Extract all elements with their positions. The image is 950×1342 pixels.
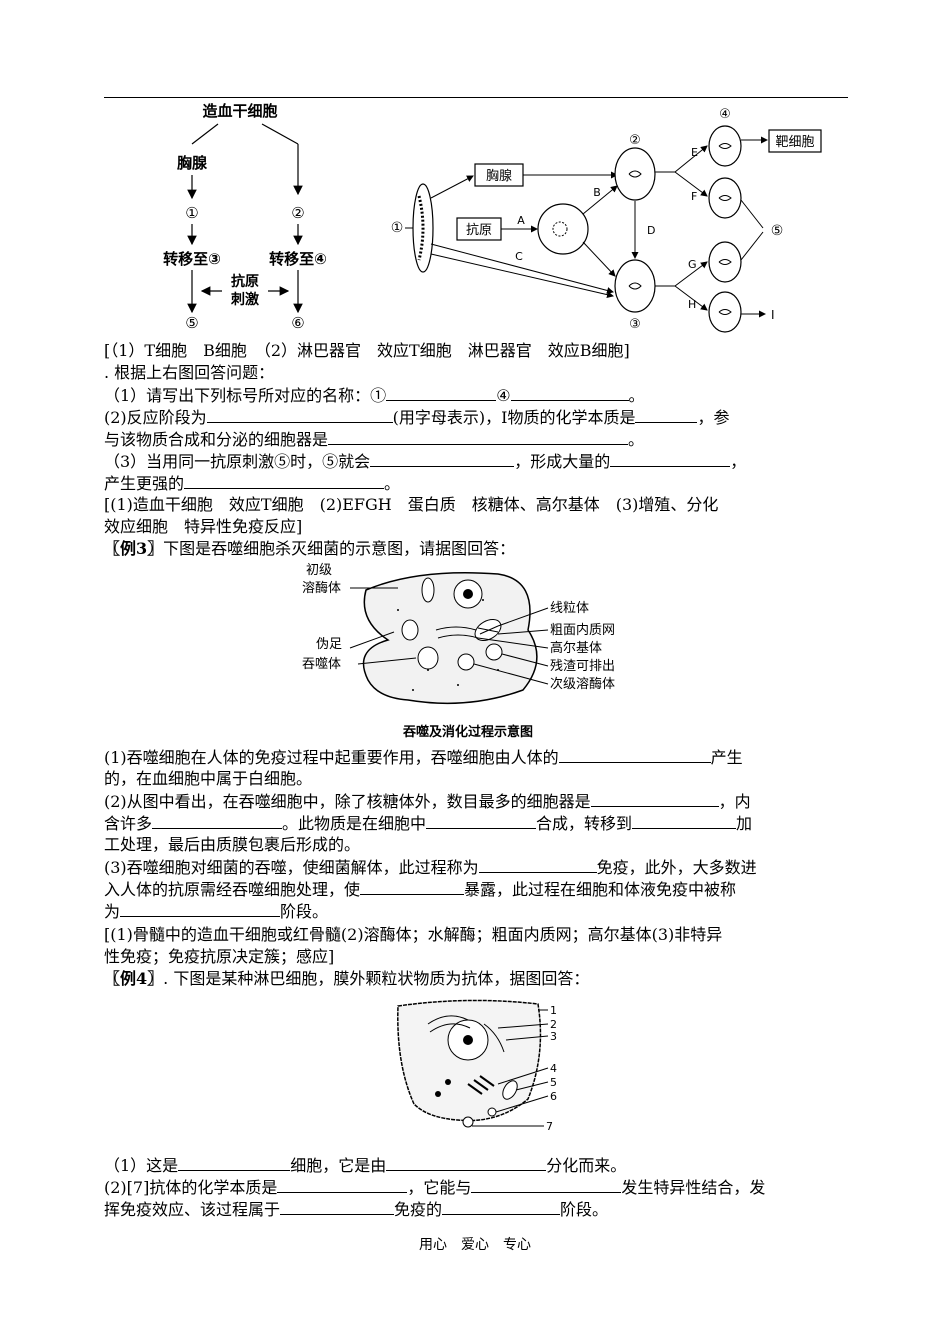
- blank[interactable]: [632, 812, 737, 829]
- question-2-cont: 与该物质合成和分泌的细胞器是。: [104, 428, 645, 449]
- p-question-1: (1)吞噬细胞在人体的免疫过程中起重要作用，吞噬细胞由人体的产生: [104, 746, 743, 767]
- transfer-3-label: 转移至③: [163, 250, 221, 268]
- label-G: G: [688, 258, 697, 271]
- q4-question-2-cont: 挥免疫效应、该过程属于免疫的阶段。: [104, 1198, 609, 1219]
- blank[interactable]: [610, 450, 731, 467]
- part-3-label: 3: [550, 1030, 557, 1043]
- blank[interactable]: [277, 1176, 408, 1193]
- target-cell-box: 靶细胞: [775, 135, 814, 150]
- blank[interactable]: [471, 1176, 622, 1193]
- p-question-2-cont: 含许多。此物质是在细胞中合成，转移到加: [104, 812, 753, 833]
- stem-cell-label: 造血干细胞: [202, 102, 277, 120]
- node-5-label: ⑤: [771, 223, 784, 239]
- stimulate-label: 刺激: [231, 291, 259, 308]
- antigen-label: 抗原: [231, 273, 259, 290]
- blank[interactable]: [360, 878, 465, 895]
- phagocytosis-diagram: 初级 溶酶体 伪足 吞噬体 线粒体 粗面内质网 高尔基体 残渣可排出 次级溶酶体…: [302, 563, 615, 740]
- label-F: F: [691, 190, 697, 203]
- blank[interactable]: [426, 812, 537, 829]
- node-4-label: ④: [719, 107, 731, 122]
- p-question-2-end: 工处理，最后由质膜包裹后形成的。: [104, 835, 361, 854]
- lymphocyte-diagram: 1 2 3 4 5 6 7: [397, 999, 557, 1133]
- transfer-4-label: 转移至④: [269, 250, 327, 268]
- answer-line-3-cont: 性免疫；免疫抗原决定簇；感应]: [104, 947, 335, 966]
- label-lysosome: 溶酶体: [302, 580, 341, 596]
- blank[interactable]: [386, 1154, 547, 1171]
- label-rough-er: 粗面内质网: [550, 622, 615, 638]
- blank[interactable]: [635, 406, 698, 423]
- label-D: D: [647, 224, 655, 237]
- blank[interactable]: [280, 1198, 395, 1215]
- blank[interactable]: [442, 1198, 561, 1215]
- blank[interactable]: [152, 812, 283, 829]
- part-5-label: 5: [550, 1076, 557, 1089]
- answer-line-1: [（1）T细胞 B细胞 （2）淋巴器官 效应T细胞 淋巴器官 效应B细胞]: [104, 341, 630, 360]
- node-1-label: ①: [391, 220, 404, 236]
- label-5: ⑤: [185, 314, 198, 332]
- part-7-label: 7: [546, 1120, 553, 1133]
- part-1-label: 1: [550, 1004, 557, 1017]
- example-3-heading: 〖例3〗下图是吞噬细胞杀灭细菌的示意图，请据图回答：: [104, 539, 516, 558]
- node-3-label: ③: [629, 317, 641, 332]
- stem-cell-flow-diagram: 造血干细胞 胸腺 ① ② 转移至③ 转移至④ 抗原 刺激 ⑤ ⑥: [163, 102, 327, 332]
- p-question-3-cont: 入人体的抗原需经吞噬细胞处理，使暴露，此过程在细胞和体液免疫中被称: [104, 878, 737, 899]
- thymus-label: 胸腺: [177, 154, 208, 172]
- blank[interactable]: [120, 900, 281, 917]
- blank[interactable]: [178, 1154, 291, 1171]
- label-A: A: [517, 214, 525, 227]
- q4-question-1: （1）这是细胞，它是由分化而来。: [104, 1154, 627, 1175]
- blank[interactable]: [206, 406, 393, 423]
- p-question-2: (2)从图中看出，在吞噬细胞中，除了核糖体外，数目最多的细胞器是，内: [104, 790, 751, 811]
- label-pseudopod: 伪足: [316, 637, 342, 652]
- blank[interactable]: [590, 790, 719, 807]
- p-question-1-cont: 的，在血细胞中属于白细胞。: [104, 769, 313, 788]
- antigen-box: 抗原: [466, 223, 492, 238]
- label-2: ②: [291, 204, 304, 222]
- label-E: E: [691, 146, 698, 159]
- p-question-3-end: 为阶段。: [104, 900, 329, 921]
- question-3-cont: 产生更强的。: [104, 472, 401, 493]
- part-2-label: 2: [550, 1018, 557, 1031]
- label-I: I: [771, 308, 775, 322]
- blank[interactable]: [510, 384, 629, 401]
- question-3: （3）当用同一抗原刺激⑤时，⑤就会，形成大量的，: [104, 450, 747, 471]
- answer-line-2: [(1)造血干细胞 效应T细胞 (2)EFGH 蛋白质 核糖体、高尔基体 (3)…: [104, 495, 719, 514]
- answer-line-3: [(1)骨髓中的造血干细胞或红骨髓(2)溶酶体；水解酶；粗面内质网；高尔基体(3…: [104, 925, 723, 944]
- thymus-box: 胸腺: [486, 169, 512, 184]
- label-C: C: [515, 250, 523, 263]
- example-4-heading: 〖例4〗. 下图是某种淋巴细胞，膜外颗粒状物质为抗体，据图回答：: [104, 969, 590, 988]
- label-mitochondria: 线粒体: [550, 601, 589, 616]
- label-golgi: 高尔基体: [550, 640, 602, 656]
- label-residue: 残渣可排出: [550, 659, 615, 674]
- header-rule: [104, 97, 848, 98]
- answer-line-2-cont: 效应细胞 特异性免疫反应]: [104, 517, 303, 536]
- label-phagosome: 吞噬体: [302, 657, 341, 672]
- node-2-label: ②: [629, 133, 641, 148]
- question-2: (2)反应阶段为(用字母表示)，I物质的化学本质是，参: [104, 406, 730, 427]
- part-4-label: 4: [550, 1062, 557, 1075]
- label-B: B: [593, 186, 601, 199]
- blank[interactable]: [370, 450, 515, 467]
- label-primary: 初级: [306, 563, 332, 578]
- label-secondary-lysosome: 次级溶酶体: [550, 676, 615, 692]
- blank[interactable]: [328, 428, 629, 445]
- page-footer: 用心 爱心 专心: [419, 1237, 531, 1253]
- example-3-tag: 〖例3〗: [104, 539, 164, 558]
- phagocytosis-caption: 吞噬及消化过程示意图: [403, 724, 533, 740]
- p-question-3: (3)吞噬细胞对细菌的吞噬，使细菌解体，此过程称为免疫，此外，大多数进: [104, 856, 757, 877]
- example-4-tag: 〖例4〗: [104, 969, 164, 988]
- immune-pathway-diagram: ① 胸腺 抗原 A ② B ③ D C E F ④ 靶细胞 G H I: [391, 107, 822, 333]
- blank[interactable]: [478, 856, 597, 873]
- label-H: H: [688, 298, 696, 311]
- blank[interactable]: [184, 472, 385, 489]
- label-6: ⑥: [291, 314, 304, 332]
- blank[interactable]: [386, 384, 497, 401]
- question-intro: . 根据上右图回答问题：: [104, 363, 275, 382]
- q4-question-2: (2)[7]抗体的化学本质是，它能与发生特异性结合，发: [104, 1176, 766, 1197]
- label-1: ①: [185, 204, 198, 222]
- part-6-label: 6: [550, 1090, 557, 1103]
- blank[interactable]: [558, 746, 711, 763]
